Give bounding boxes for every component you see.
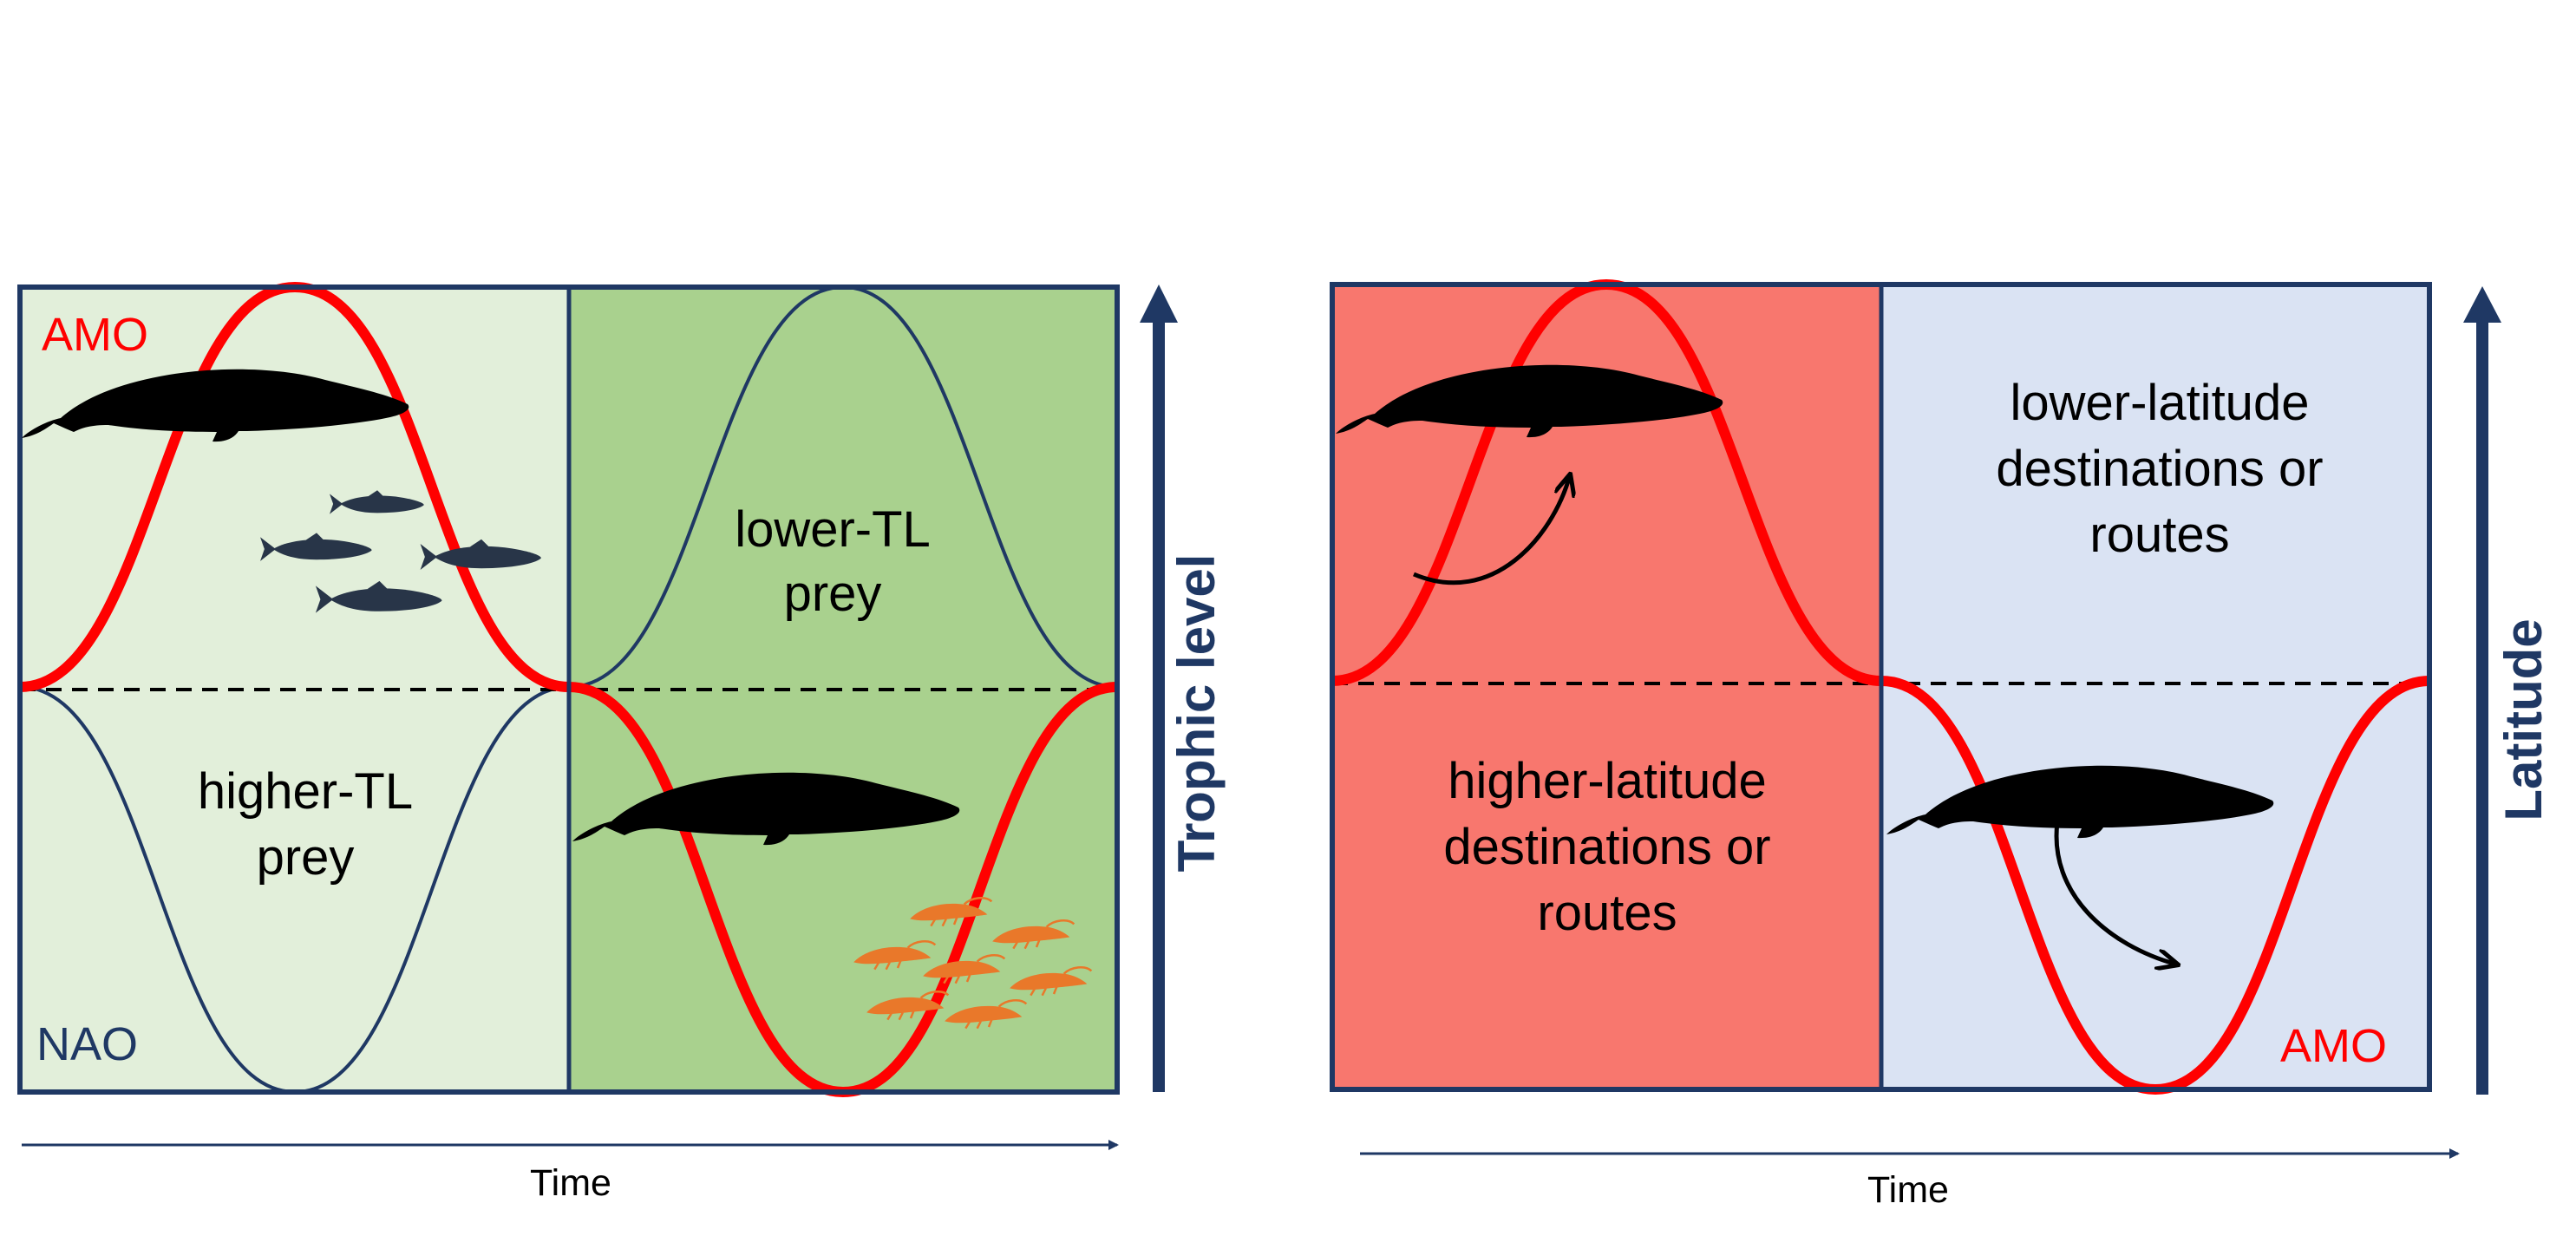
higher-tl-prey-label-line2: prey <box>257 829 355 886</box>
trophic-axis-arrowhead <box>1140 284 1178 323</box>
right-amo-label: AMO <box>2280 1020 2387 1072</box>
latitude-label: Latitude <box>2494 618 2553 821</box>
left-panel: AMO NAO lower-TL prey higher-TL prey Tim… <box>17 281 1226 1204</box>
nao-label: NAO <box>36 1018 138 1070</box>
latitude-axis-arrowhead <box>2463 286 2501 323</box>
lower-latitude-label-line2: destinations or <box>1996 441 2323 497</box>
lower-latitude-label-line3: routes <box>2089 507 2229 563</box>
curved-arrow-icon <box>2054 821 2177 965</box>
higher-latitude-label-line2: destinations or <box>1443 819 1770 875</box>
right-time-axis-label: Time <box>1867 1169 1949 1211</box>
higher-latitude-label-line3: routes <box>1537 885 1677 941</box>
trophic-level-label: Trophic level <box>1167 554 1226 873</box>
lower-tl-prey-label-line2: prey <box>784 566 882 622</box>
left-phase-negative-background <box>569 287 1117 1092</box>
higher-latitude-label-line1: higher-latitude <box>1448 753 1767 809</box>
curved-arrow-icon <box>1413 475 1570 585</box>
left-time-axis-label: Time <box>530 1162 611 1204</box>
left-amo-label: AMO <box>42 309 148 361</box>
lower-latitude-label-line1: lower-latitude <box>2010 375 2310 431</box>
lower-tl-prey-label-line1: lower-TL <box>735 501 931 558</box>
higher-tl-prey-label-line1: higher-TL <box>198 763 413 820</box>
right-panel: lower-latitude destinations or routes hi… <box>1330 278 2553 1211</box>
